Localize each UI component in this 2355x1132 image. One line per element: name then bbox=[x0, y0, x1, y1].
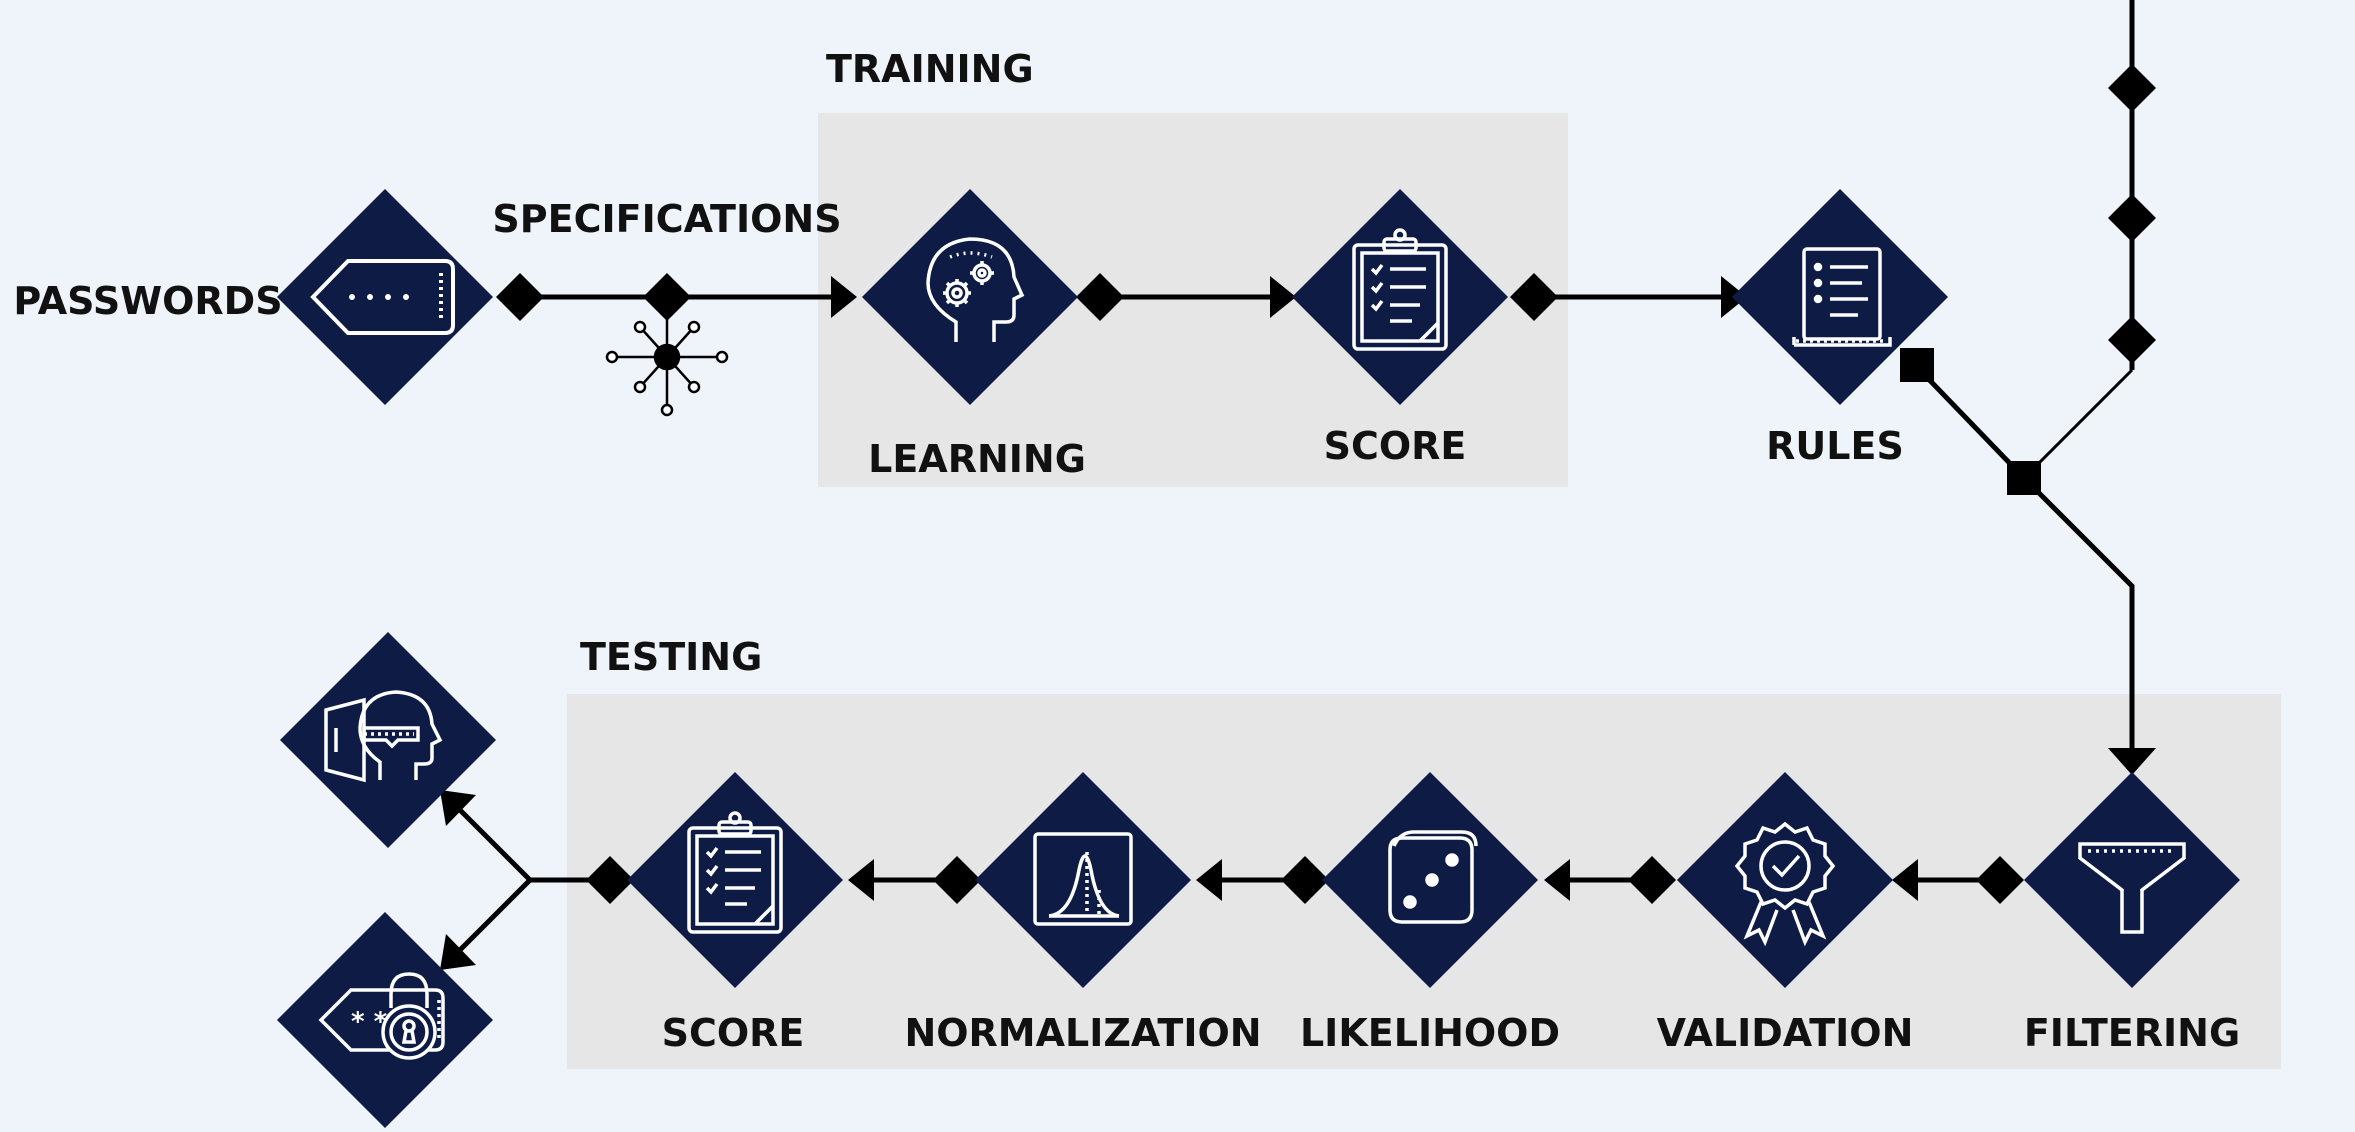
bell-curve-icon bbox=[1033, 832, 1133, 926]
label-passwords: PASSWORDS bbox=[13, 279, 282, 323]
network-hub-icon bbox=[605, 297, 729, 417]
certified-badge-icon bbox=[1734, 821, 1836, 947]
node-likelihood bbox=[1322, 772, 1538, 988]
node-filtering bbox=[2024, 772, 2240, 988]
arrowhead-validation bbox=[1892, 859, 1918, 901]
label-score-testing: SCORE bbox=[662, 1011, 805, 1055]
section-label-testing: TESTING bbox=[580, 635, 762, 679]
arrowhead-output-user bbox=[440, 790, 476, 826]
label-rules: RULES bbox=[1766, 424, 1904, 468]
node-rules bbox=[1732, 189, 1948, 405]
node-validation bbox=[1677, 772, 1893, 988]
dice-icon bbox=[1388, 830, 1478, 924]
connector-markers bbox=[496, 64, 2156, 904]
clipboard-checklist-icon bbox=[1352, 228, 1448, 351]
label-specifications: SPECIFICATIONS bbox=[492, 197, 841, 241]
node-learning bbox=[862, 189, 1078, 405]
clipboard-checklist-icon bbox=[687, 811, 783, 934]
arrowhead-output-lock bbox=[440, 934, 476, 970]
connector-rules-filtering bbox=[1913, 363, 2135, 750]
node-score-training bbox=[1292, 189, 1508, 405]
label-normalization: NORMALIZATION bbox=[904, 1011, 1261, 1055]
node-output-user bbox=[280, 632, 496, 848]
arrowhead-learning bbox=[831, 276, 857, 318]
document-list-icon bbox=[1792, 247, 1892, 347]
connectors bbox=[453, 0, 2135, 957]
password-lock-icon: * * bbox=[318, 972, 445, 1060]
node-output-lock: * * bbox=[277, 912, 493, 1128]
arrowhead-normalization bbox=[1196, 859, 1222, 901]
arrowhead-score-testing bbox=[848, 859, 874, 901]
arrowhead-score-training bbox=[1270, 276, 1296, 318]
label-likelihood: LIKELIHOOD bbox=[1300, 1011, 1560, 1055]
node-passwords bbox=[277, 189, 493, 405]
label-learning: LEARNING bbox=[868, 437, 1086, 481]
face-recognition-icon bbox=[324, 690, 443, 783]
label-filtering: FILTERING bbox=[2024, 1011, 2240, 1055]
arrowhead-likelihood bbox=[1544, 859, 1570, 901]
connector-split-user bbox=[453, 803, 532, 882]
connector-split-lock bbox=[453, 878, 532, 957]
label-score-training: SCORE bbox=[1324, 424, 1467, 468]
password-tag-icon bbox=[310, 259, 455, 335]
head-gears-icon bbox=[926, 237, 1025, 342]
arrowheads bbox=[440, 276, 2156, 970]
node-normalization bbox=[975, 772, 1191, 988]
funnel-icon bbox=[2078, 842, 2186, 934]
connector-branch-top bbox=[2022, 368, 2134, 480]
section-label-training: TRAINING bbox=[826, 47, 1034, 91]
node-score-testing bbox=[627, 772, 843, 988]
label-validation: VALIDATION bbox=[1657, 1011, 1914, 1055]
arrowhead-filtering bbox=[2108, 748, 2156, 775]
